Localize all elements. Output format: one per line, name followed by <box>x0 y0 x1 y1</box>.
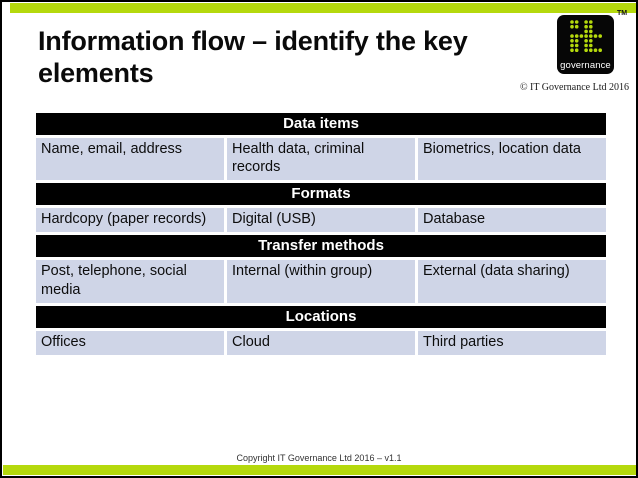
table-cell: Internal (within group) <box>227 260 415 303</box>
footer-copyright: Copyright IT Governance Ltd 2016 – v1.1 <box>236 453 402 463</box>
logo-governance-label: governance <box>560 60 611 71</box>
table-section-header: Transfer methods <box>36 235 606 258</box>
table-section-header: Locations <box>36 305 606 328</box>
table-section-header: Formats <box>36 183 606 206</box>
it-dot-matrix-icon <box>570 20 602 52</box>
table-cell: Hardcopy (paper records) <box>36 208 224 233</box>
page-title: Information flow – identify the key elem… <box>38 26 558 90</box>
page-title-line-1: Information flow – identify the key <box>38 26 468 56</box>
top-green-stripe <box>10 3 636 13</box>
table-section-header: Data items <box>36 113 606 135</box>
table-cell: Cloud <box>227 330 415 355</box>
table-cell: Post, telephone, social media <box>36 260 224 303</box>
table-cell: Database <box>418 208 606 233</box>
table-cell: Name, email, address <box>36 138 224 181</box>
page-title-line-2: elements <box>38 57 154 88</box>
it-governance-logo: governance <box>557 15 614 74</box>
table-cell: Health data, criminal records <box>227 138 415 181</box>
table-cell: Digital (USB) <box>227 208 415 233</box>
trademark-symbol: TM <box>617 10 628 17</box>
logo-copyright-text: © IT Governance Ltd 2016 <box>519 82 629 93</box>
table-cell: Offices <box>36 330 224 355</box>
bottom-green-stripe <box>3 465 636 475</box>
table-cell: External (data sharing) <box>418 260 606 303</box>
table-cell: Third parties <box>418 330 606 355</box>
table-cell: Biometrics, location data <box>418 138 606 181</box>
